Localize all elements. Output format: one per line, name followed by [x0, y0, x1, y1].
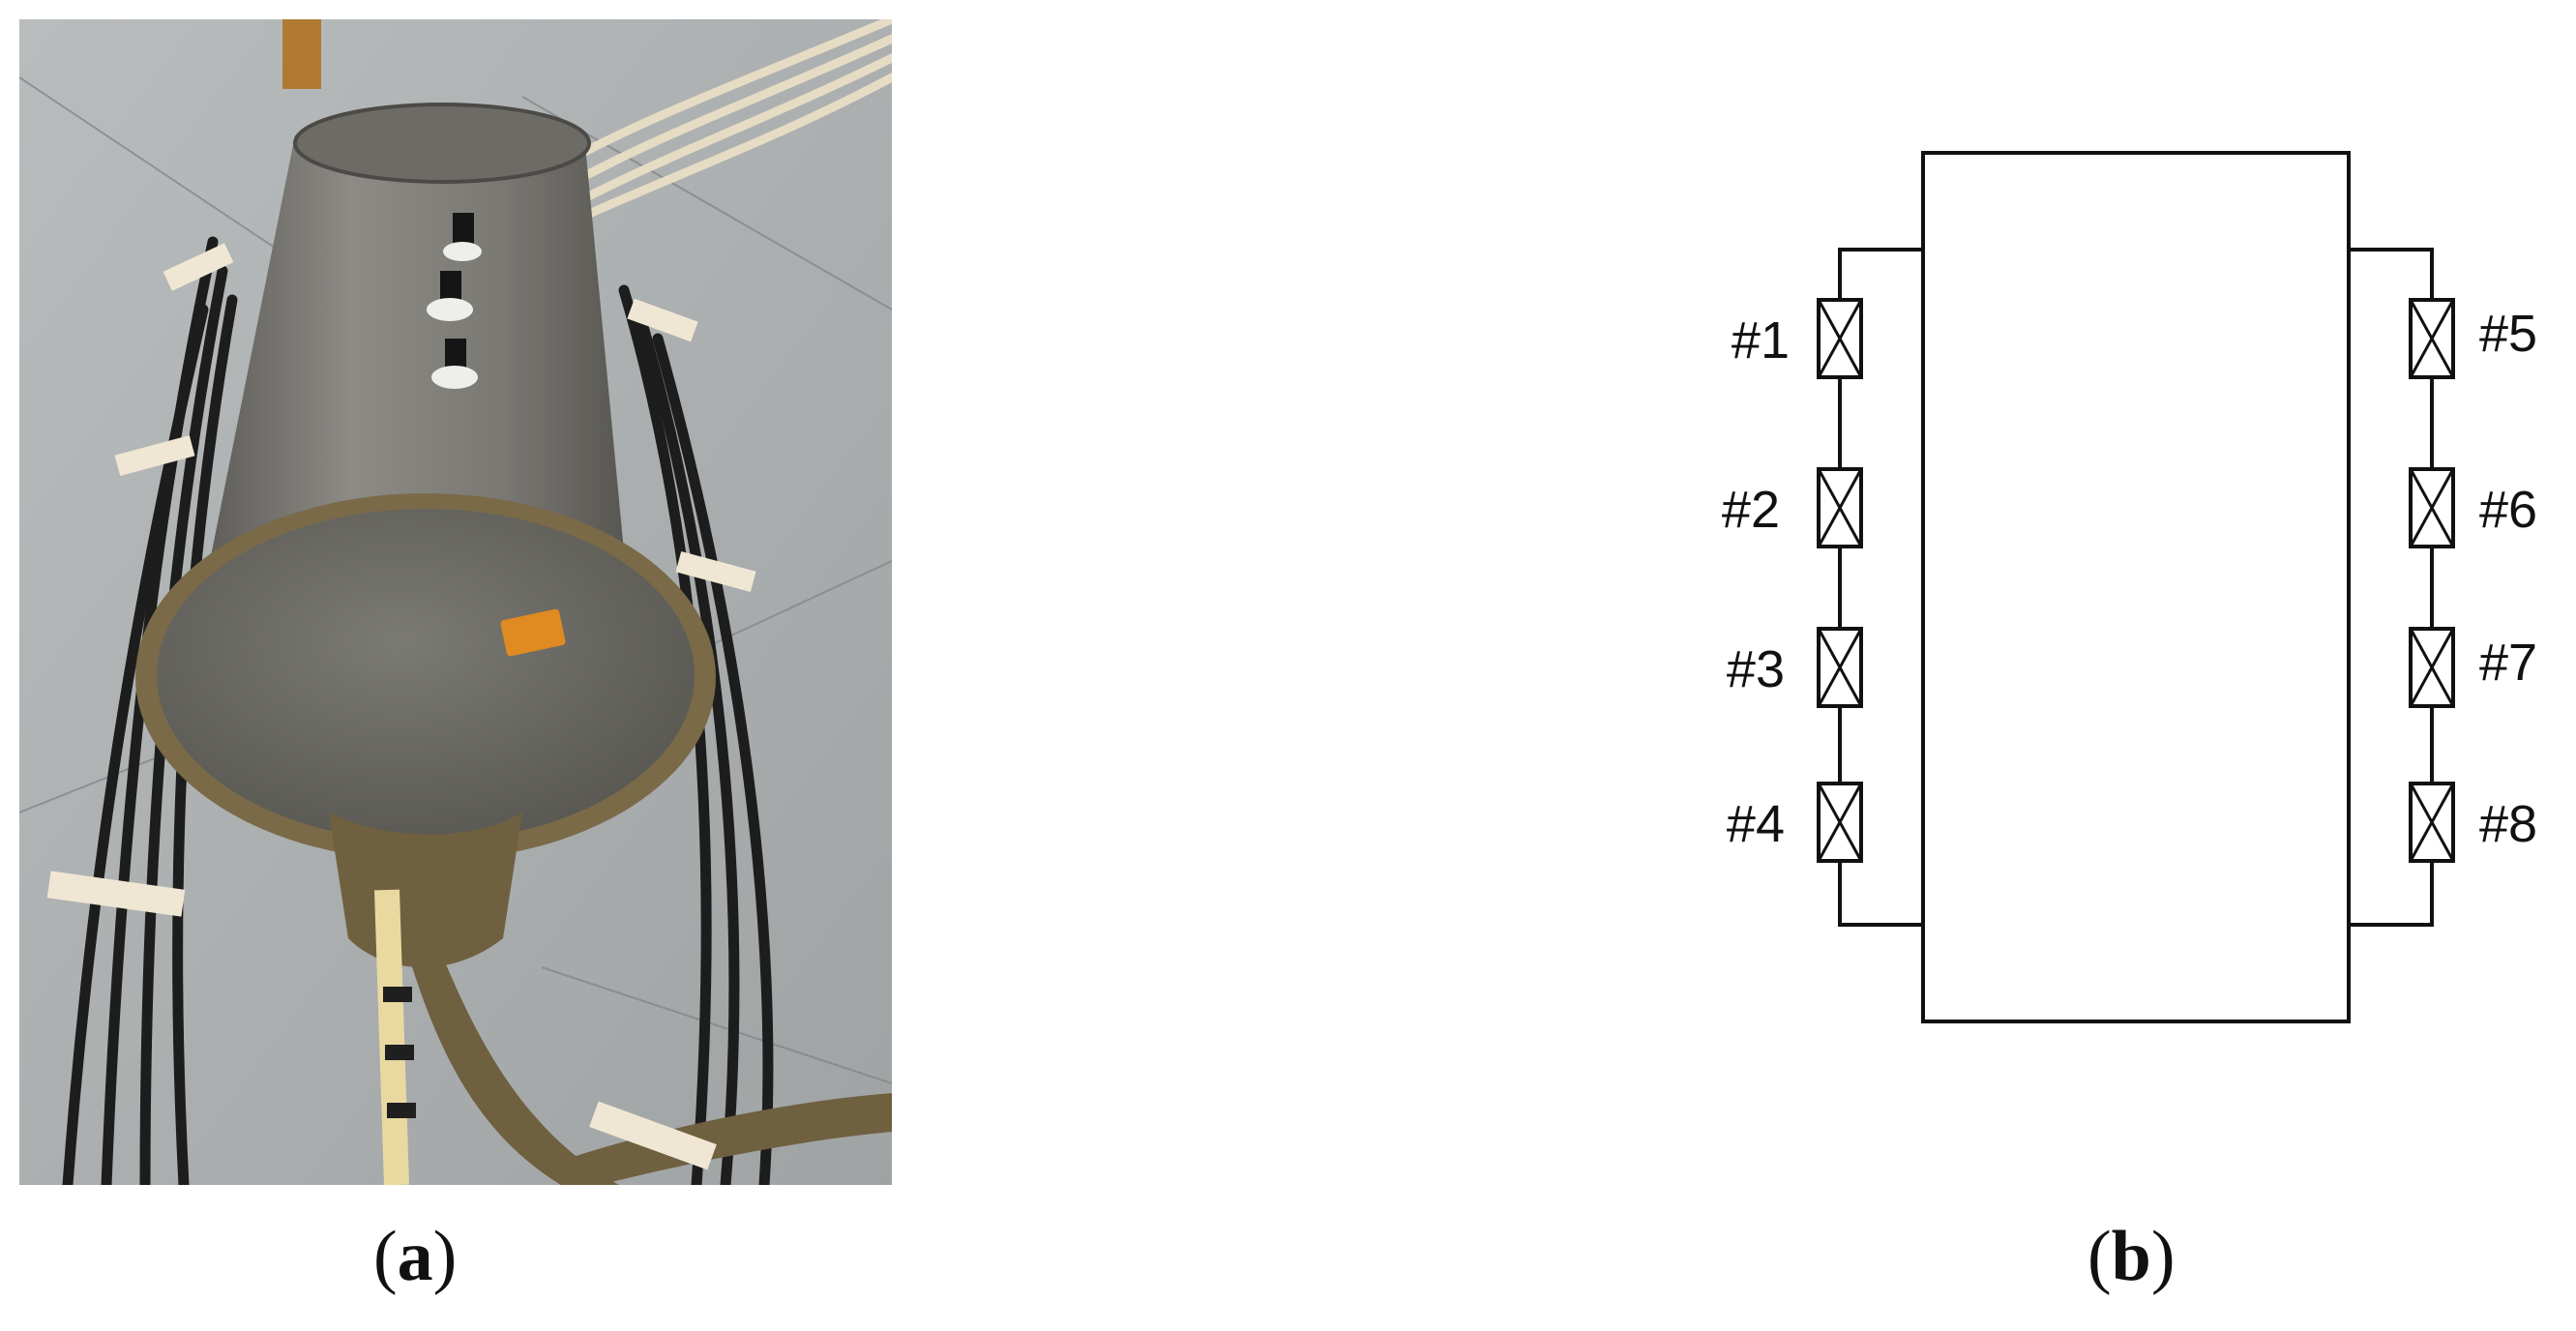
- photo-panel-a: [19, 19, 892, 1185]
- caption-b-letter: b: [2111, 1217, 2151, 1296]
- sensor-box-6: [2409, 467, 2455, 548]
- left-wire: [1838, 248, 1923, 927]
- sensor-label-3: #3: [1727, 640, 1785, 698]
- left-sensor-boxes: [1817, 298, 1863, 863]
- sensor-box-1: [1817, 298, 1863, 379]
- mounted-sensors: [427, 213, 482, 389]
- caption-a-open: (: [373, 1217, 398, 1296]
- sensor-label-1: #1: [1732, 311, 1790, 370]
- caption-a-letter: a: [397, 1217, 433, 1296]
- sensor-label-6: #6: [2479, 481, 2537, 539]
- sensor-label-5: #5: [2479, 305, 2537, 363]
- rope-tail: [406, 938, 619, 1185]
- tape-ties: [46, 243, 756, 1170]
- cable-bundle-top: [556, 19, 892, 222]
- caption-b-open: (: [2087, 1217, 2112, 1296]
- sticker: [500, 608, 566, 657]
- cylinder-top-rim: [293, 103, 591, 184]
- sensor-box-4: [1817, 782, 1863, 863]
- right-wire: [2349, 248, 2434, 927]
- sensor-label-2: #2: [1722, 481, 1780, 539]
- sensor-box-7: [2409, 627, 2455, 708]
- sensor-box-5: [2409, 298, 2455, 379]
- end-plate: [157, 509, 695, 842]
- sensor-label-4: #4: [1727, 795, 1785, 853]
- caption-a: (a): [373, 1221, 457, 1292]
- caption-b: (b): [2087, 1221, 2175, 1292]
- tape-bands: [383, 987, 416, 1118]
- right-sensor-boxes: [2409, 298, 2455, 863]
- sensor-label-7: #7: [2479, 634, 2537, 692]
- caption-a-close: ): [432, 1217, 458, 1296]
- caption-b-close: ): [2150, 1217, 2176, 1296]
- sensor-box-2: [1817, 467, 1863, 548]
- sensor-box-3: [1817, 627, 1863, 708]
- rope-tail-right: [561, 1093, 892, 1185]
- sensor-box-8: [2409, 782, 2455, 863]
- central-body: [1921, 151, 2351, 1023]
- wooden-leg: [282, 19, 321, 89]
- taped-cable: [374, 889, 409, 1185]
- sensor-label-8: #8: [2479, 795, 2537, 853]
- schematic-panel-b: #1 #2 #3 #4 #5 #6 #7 #8: [1722, 151, 2537, 1023]
